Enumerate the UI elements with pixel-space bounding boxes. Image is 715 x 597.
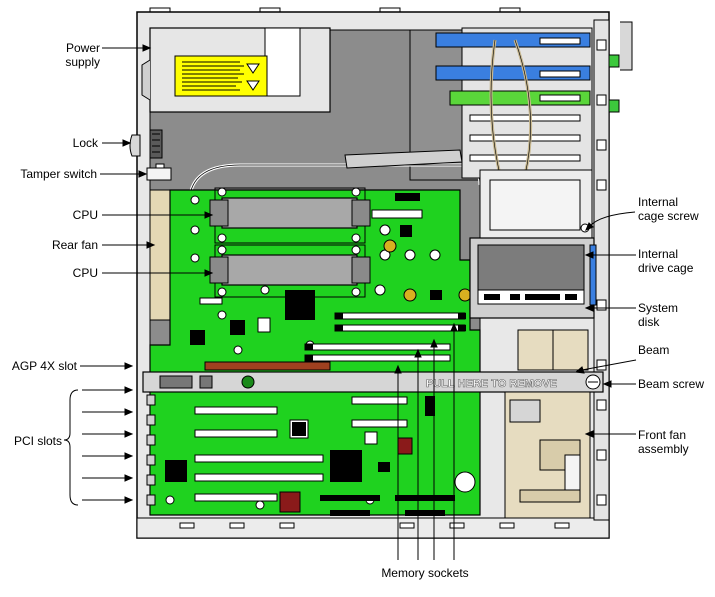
lock	[129, 129, 163, 159]
memory-sockets	[304, 312, 466, 362]
label-rear-fan: Rear fan	[51, 238, 98, 252]
cpu-top	[209, 187, 371, 244]
beam-pull-text: PULL HERE TO REMOVE	[426, 378, 557, 390]
leader-lines	[63, 44, 637, 560]
chipset	[285, 290, 315, 320]
internal-drive-cage	[469, 169, 597, 319]
label-agp-slot: AGP 4X slot	[11, 359, 77, 373]
warning-triangle-icon	[246, 63, 260, 91]
label-internal-cage-screw: Internal cage screw	[638, 195, 699, 223]
label-internal-drive-cage: Internal drive cage	[638, 247, 694, 275]
label-cpu-top: CPU	[72, 208, 98, 222]
label-pci-slots: PCI slots	[13, 434, 62, 448]
label-lock: Lock	[72, 136, 98, 150]
label-power-supply: Power supply	[65, 41, 100, 69]
pci-rear-brackets	[146, 394, 156, 506]
label-front-fan-assembly: Front fan assembly	[638, 428, 689, 456]
label-memory-sockets: Memory sockets	[381, 566, 469, 580]
cpu-bottom	[209, 244, 371, 298]
psu-warning-label	[174, 55, 268, 97]
motherboard	[149, 187, 481, 516]
agp-slot	[204, 361, 331, 371]
label-beam: Beam	[638, 343, 670, 357]
label-beam-screw: Beam screw	[638, 377, 705, 391]
label-cpu-bottom: CPU	[72, 266, 98, 280]
beam: PULL HERE TO REMOVE	[142, 371, 604, 393]
power-supply	[141, 27, 331, 113]
label-tamper-switch: Tamper switch	[20, 167, 97, 181]
battery	[454, 471, 476, 493]
drive-bays	[435, 27, 593, 179]
front-fan-assembly	[504, 329, 591, 519]
pci-slots	[194, 406, 324, 502]
label-system-disk: System disk	[638, 301, 679, 329]
